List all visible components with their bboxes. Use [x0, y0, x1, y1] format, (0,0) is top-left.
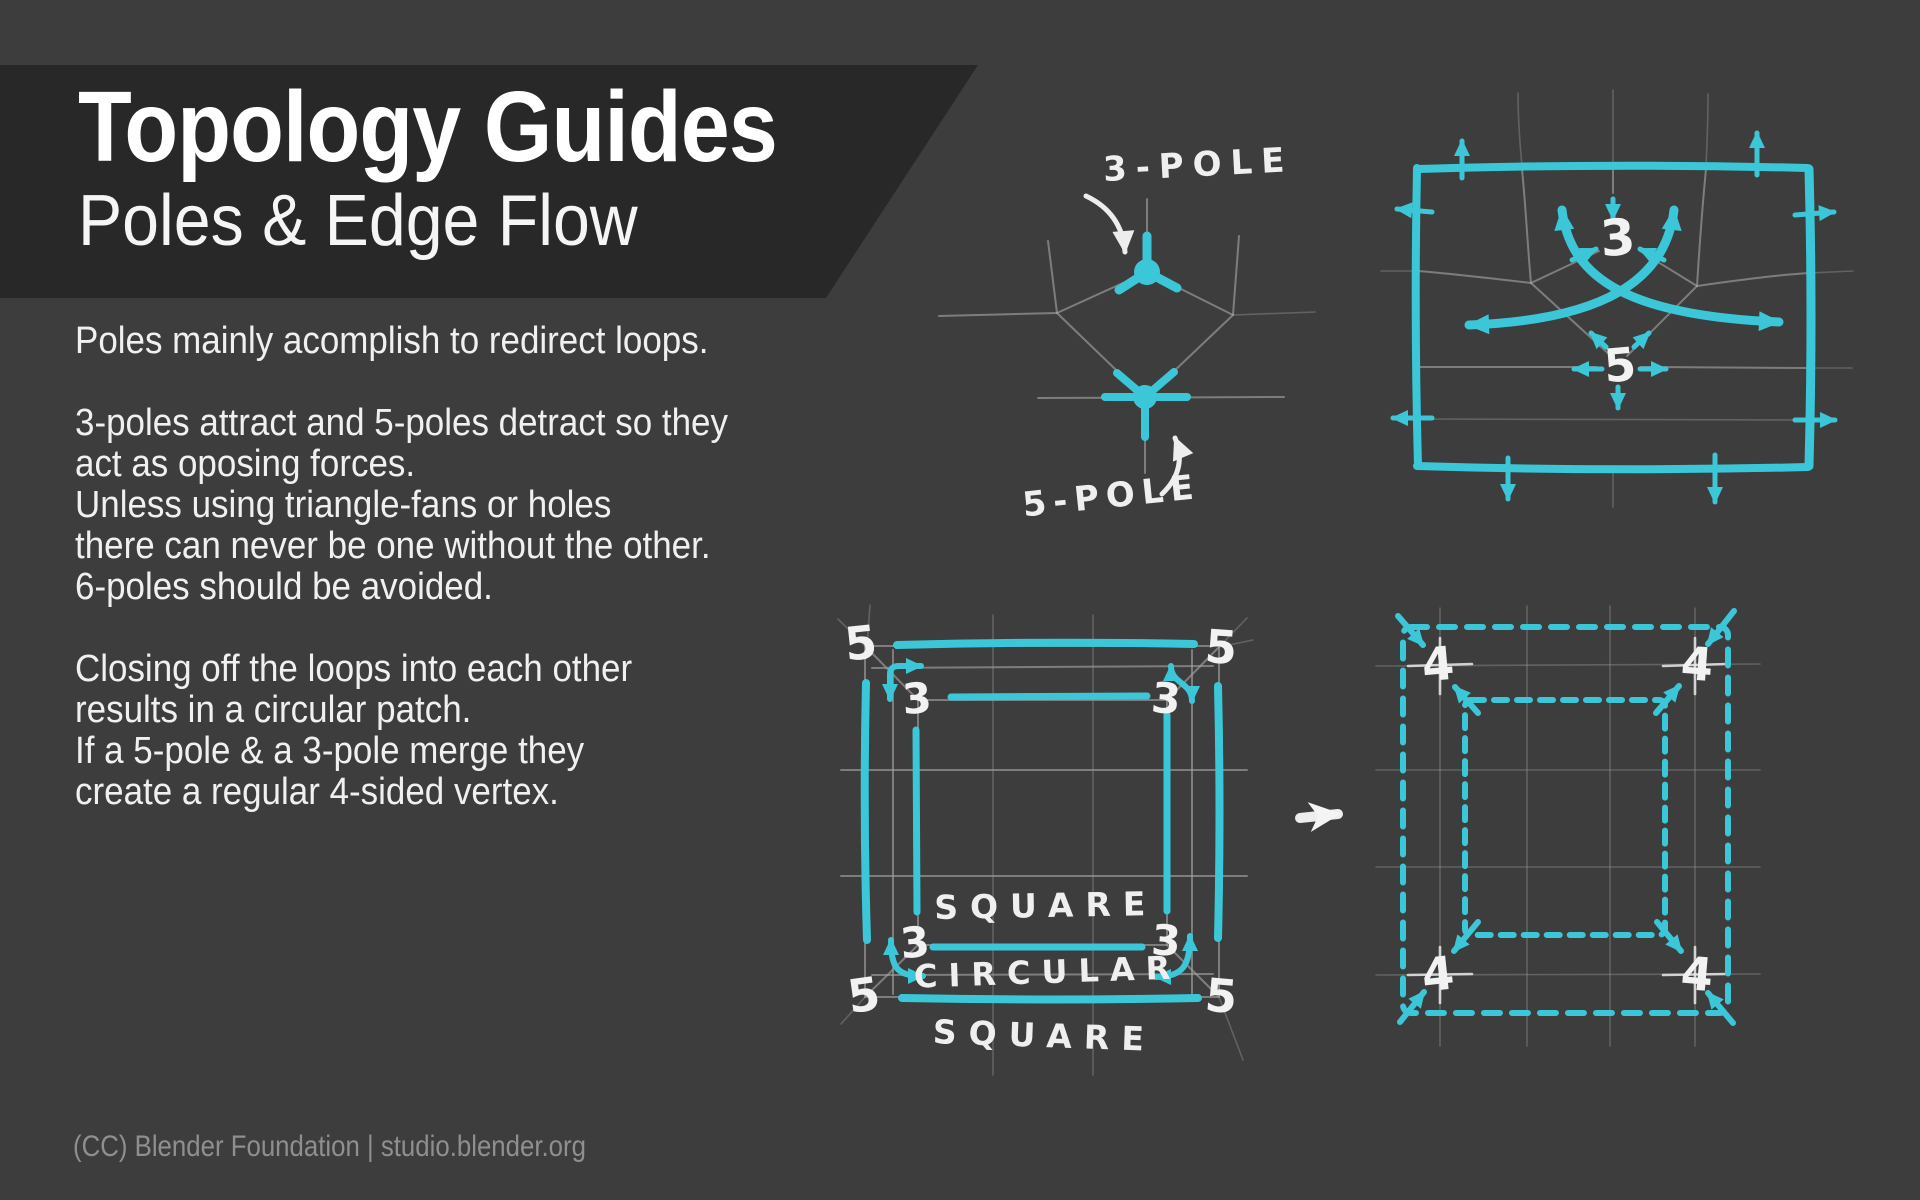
inner-square-loop — [912, 692, 1171, 951]
pole-direction-arrows — [1569, 196, 1669, 411]
svg-text:4: 4 — [1419, 945, 1456, 1002]
body-line: If a 5-pole & a 3-pole merge they — [75, 730, 585, 772]
merge-direction-arrows — [1395, 608, 1737, 1026]
flow-boundary-rect — [1411, 161, 1816, 474]
label-3-pole: 3-POLE — [1102, 140, 1294, 190]
svg-text:5: 5 — [842, 614, 879, 671]
slide-subtitle: Poles & Edge Flow — [78, 181, 638, 261]
diagram-pole-types: 3-POLE 5-POLE — [938, 140, 1316, 525]
label-circular: CIRCULAR — [913, 948, 1181, 995]
five-pole-pointer-arrow — [1159, 435, 1194, 497]
svg-text:3: 3 — [1150, 915, 1183, 966]
label-5-pole: 5-POLE — [1021, 467, 1203, 525]
paragraph-2: 3-poles attract and 5-poles detract so t… — [75, 403, 728, 608]
inner-dashed-loop — [1462, 697, 1668, 938]
label-square-inner: SQUARE — [934, 884, 1158, 927]
svg-text:5: 5 — [844, 966, 883, 1024]
paragraph-1: Poles mainly acomplish to redirect loops… — [75, 321, 728, 362]
outer-dashed-loop — [1400, 624, 1731, 1016]
svg-text:4: 4 — [1679, 636, 1715, 692]
svg-text:3: 3 — [901, 673, 934, 724]
outer-square-loop — [860, 638, 1224, 1004]
body-line: create a regular 4-sided vertex. — [75, 771, 559, 813]
title-banner: Topology Guides Poles & Edge Flow — [0, 65, 978, 298]
body-text-block: Poles mainly acomplish to redirect loops… — [75, 321, 728, 813]
label-square-outer: SQUARE — [932, 1012, 1156, 1059]
edge-flow-num-5: 5 — [1602, 337, 1639, 394]
outward-edge-arrows — [1390, 130, 1838, 505]
paragraph-3: Closing off the loops into each other re… — [75, 649, 728, 813]
corner-pole-numbers: 5 5 5 5 3 3 3 3 — [842, 614, 1239, 1024]
body-line: there can never be one without the other… — [75, 525, 711, 567]
credit-footer: (CC) Blender Foundation | studio.blender… — [73, 1130, 586, 1163]
crossing-flow-arrows — [1464, 205, 1784, 335]
diagram-circular-patch: 5 5 5 5 3 3 3 3 SQUARE CIRCULAR SQUARE — [837, 604, 1254, 1076]
wireframe-grid — [1380, 89, 1854, 508]
body-line: 6-poles should be avoided. — [75, 566, 493, 608]
wireframe-grid — [1375, 605, 1761, 1047]
body-line: Closing off the loops into each other — [75, 648, 633, 690]
diagram-edge-flow: 3 5 — [1380, 89, 1854, 508]
corner-redirect-arrows — [882, 658, 1200, 985]
svg-text:4: 4 — [1420, 636, 1457, 693]
svg-text:4: 4 — [1679, 946, 1716, 1003]
svg-text:3: 3 — [1149, 673, 1182, 724]
diagram-merged-poles: 4 4 4 4 — [1375, 605, 1761, 1047]
body-line: results in a circular patch. — [75, 689, 472, 731]
three-pole-vertex — [1114, 231, 1182, 295]
wireframe-mesh — [938, 198, 1316, 474]
corner-4-numbers: 4 4 4 4 — [1419, 636, 1715, 1003]
body-line: Poles mainly acomplish to redirect loops… — [75, 320, 709, 362]
body-line: act as oposing forces. — [75, 443, 416, 485]
slide-title: Topology Guides — [78, 71, 777, 183]
three-pole-pointer-arrow — [1083, 193, 1135, 255]
svg-text:3: 3 — [898, 917, 931, 968]
body-line: Unless using triangle-fans or holes — [75, 484, 612, 526]
svg-text:5: 5 — [1203, 968, 1240, 1025]
edge-flow-num-3: 3 — [1598, 208, 1637, 268]
svg-text:5: 5 — [1203, 619, 1239, 675]
body-line: 3-poles attract and 5-poles detract so t… — [75, 402, 728, 444]
transition-arrow — [1295, 802, 1343, 832]
five-pole-vertex — [1101, 368, 1191, 441]
